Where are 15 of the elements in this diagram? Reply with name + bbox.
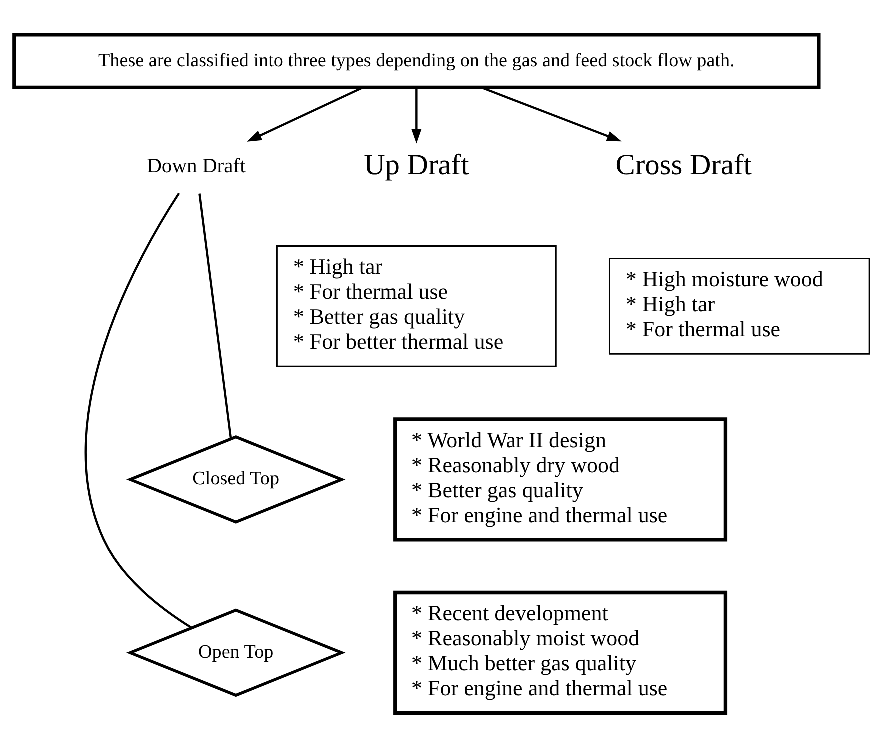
node-box: These are classified into three types depending on the gas and feed stock flow path.	[12, 32, 821, 90]
arrow	[482, 86, 622, 142]
node-box: * High tar * For thermal use * Better gas quality * For better thermal use	[276, 245, 557, 367]
node-text: Down Draft	[147, 154, 246, 177]
node-box: * Recent development * Reasonably moist wood * Much better gas quality * For engine and thermal use	[394, 590, 728, 714]
connector	[198, 193, 232, 438]
node-box: * High moisture wood * High tar * For thermal use	[609, 258, 870, 354]
arrow	[412, 88, 422, 144]
node-box: * World War II design * Reasonably dry wood * Better gas quality * For engine and thermal use	[394, 417, 728, 542]
arrow	[247, 86, 364, 142]
connector	[85, 192, 192, 628]
node-diamond: Open Top	[126, 608, 346, 697]
node-text: Cross Draft	[616, 148, 752, 181]
node-text: Up Draft	[364, 148, 470, 181]
node-diamond: Closed Top	[126, 435, 346, 524]
